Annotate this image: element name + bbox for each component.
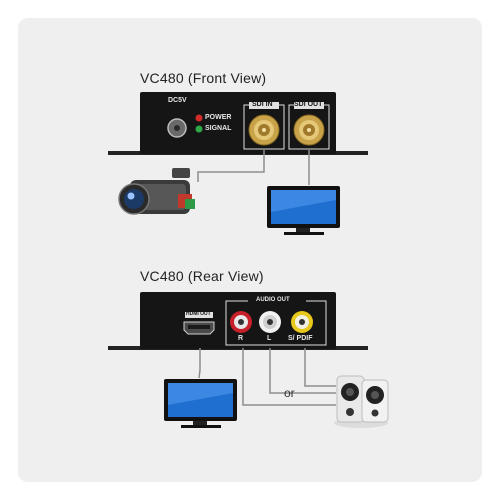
- audio-right-cable: [242, 348, 336, 406]
- rca-left-jack-icon: [259, 311, 281, 333]
- spdif-cable: [304, 348, 336, 387]
- front-monitor-icon: [267, 186, 340, 235]
- audio-left-label: L: [267, 335, 272, 342]
- rear-view-title: VC480 (Rear View): [140, 268, 264, 284]
- hdmi-port-icon: [183, 321, 215, 335]
- signal-led-label: SIGNAL: [205, 125, 232, 132]
- sdi-in-label: SDI IN: [252, 101, 273, 108]
- audio-right-label: R: [238, 335, 244, 342]
- sdi-out-bnc-connector-icon: [293, 114, 325, 146]
- rear-device: [108, 292, 368, 350]
- front-view-title: VC480 (Front View): [140, 70, 267, 86]
- sdi-in-bnc-connector-icon: [248, 114, 280, 146]
- power-led: [195, 114, 203, 122]
- spdif-label: S/ PDIF: [288, 335, 313, 342]
- or-label: or: [284, 386, 295, 400]
- signal-led: [195, 125, 203, 133]
- sdi-in-cable: [197, 150, 265, 182]
- rca-right-jack-icon: [230, 311, 252, 333]
- front-cables: [197, 150, 310, 185]
- audio-out-label: AUDIO OUT: [256, 297, 290, 303]
- dc-input-label: DC5V: [168, 97, 187, 104]
- audio-left-cable: [269, 348, 336, 394]
- spdif-jack-icon: [291, 311, 313, 333]
- front-device-body: [140, 92, 336, 154]
- hdmi-cable: [198, 348, 201, 379]
- power-led-label: POWER: [205, 114, 232, 121]
- rear-cables: [198, 348, 336, 406]
- front-device: [108, 92, 368, 155]
- speakers-icon: [334, 375, 389, 428]
- camcorder-icon: [118, 168, 195, 215]
- sdi-out-label: SDI OUT: [294, 101, 323, 108]
- hdmi-out-label: HDMI OUT: [186, 311, 211, 317]
- rear-monitor-icon: [164, 379, 237, 428]
